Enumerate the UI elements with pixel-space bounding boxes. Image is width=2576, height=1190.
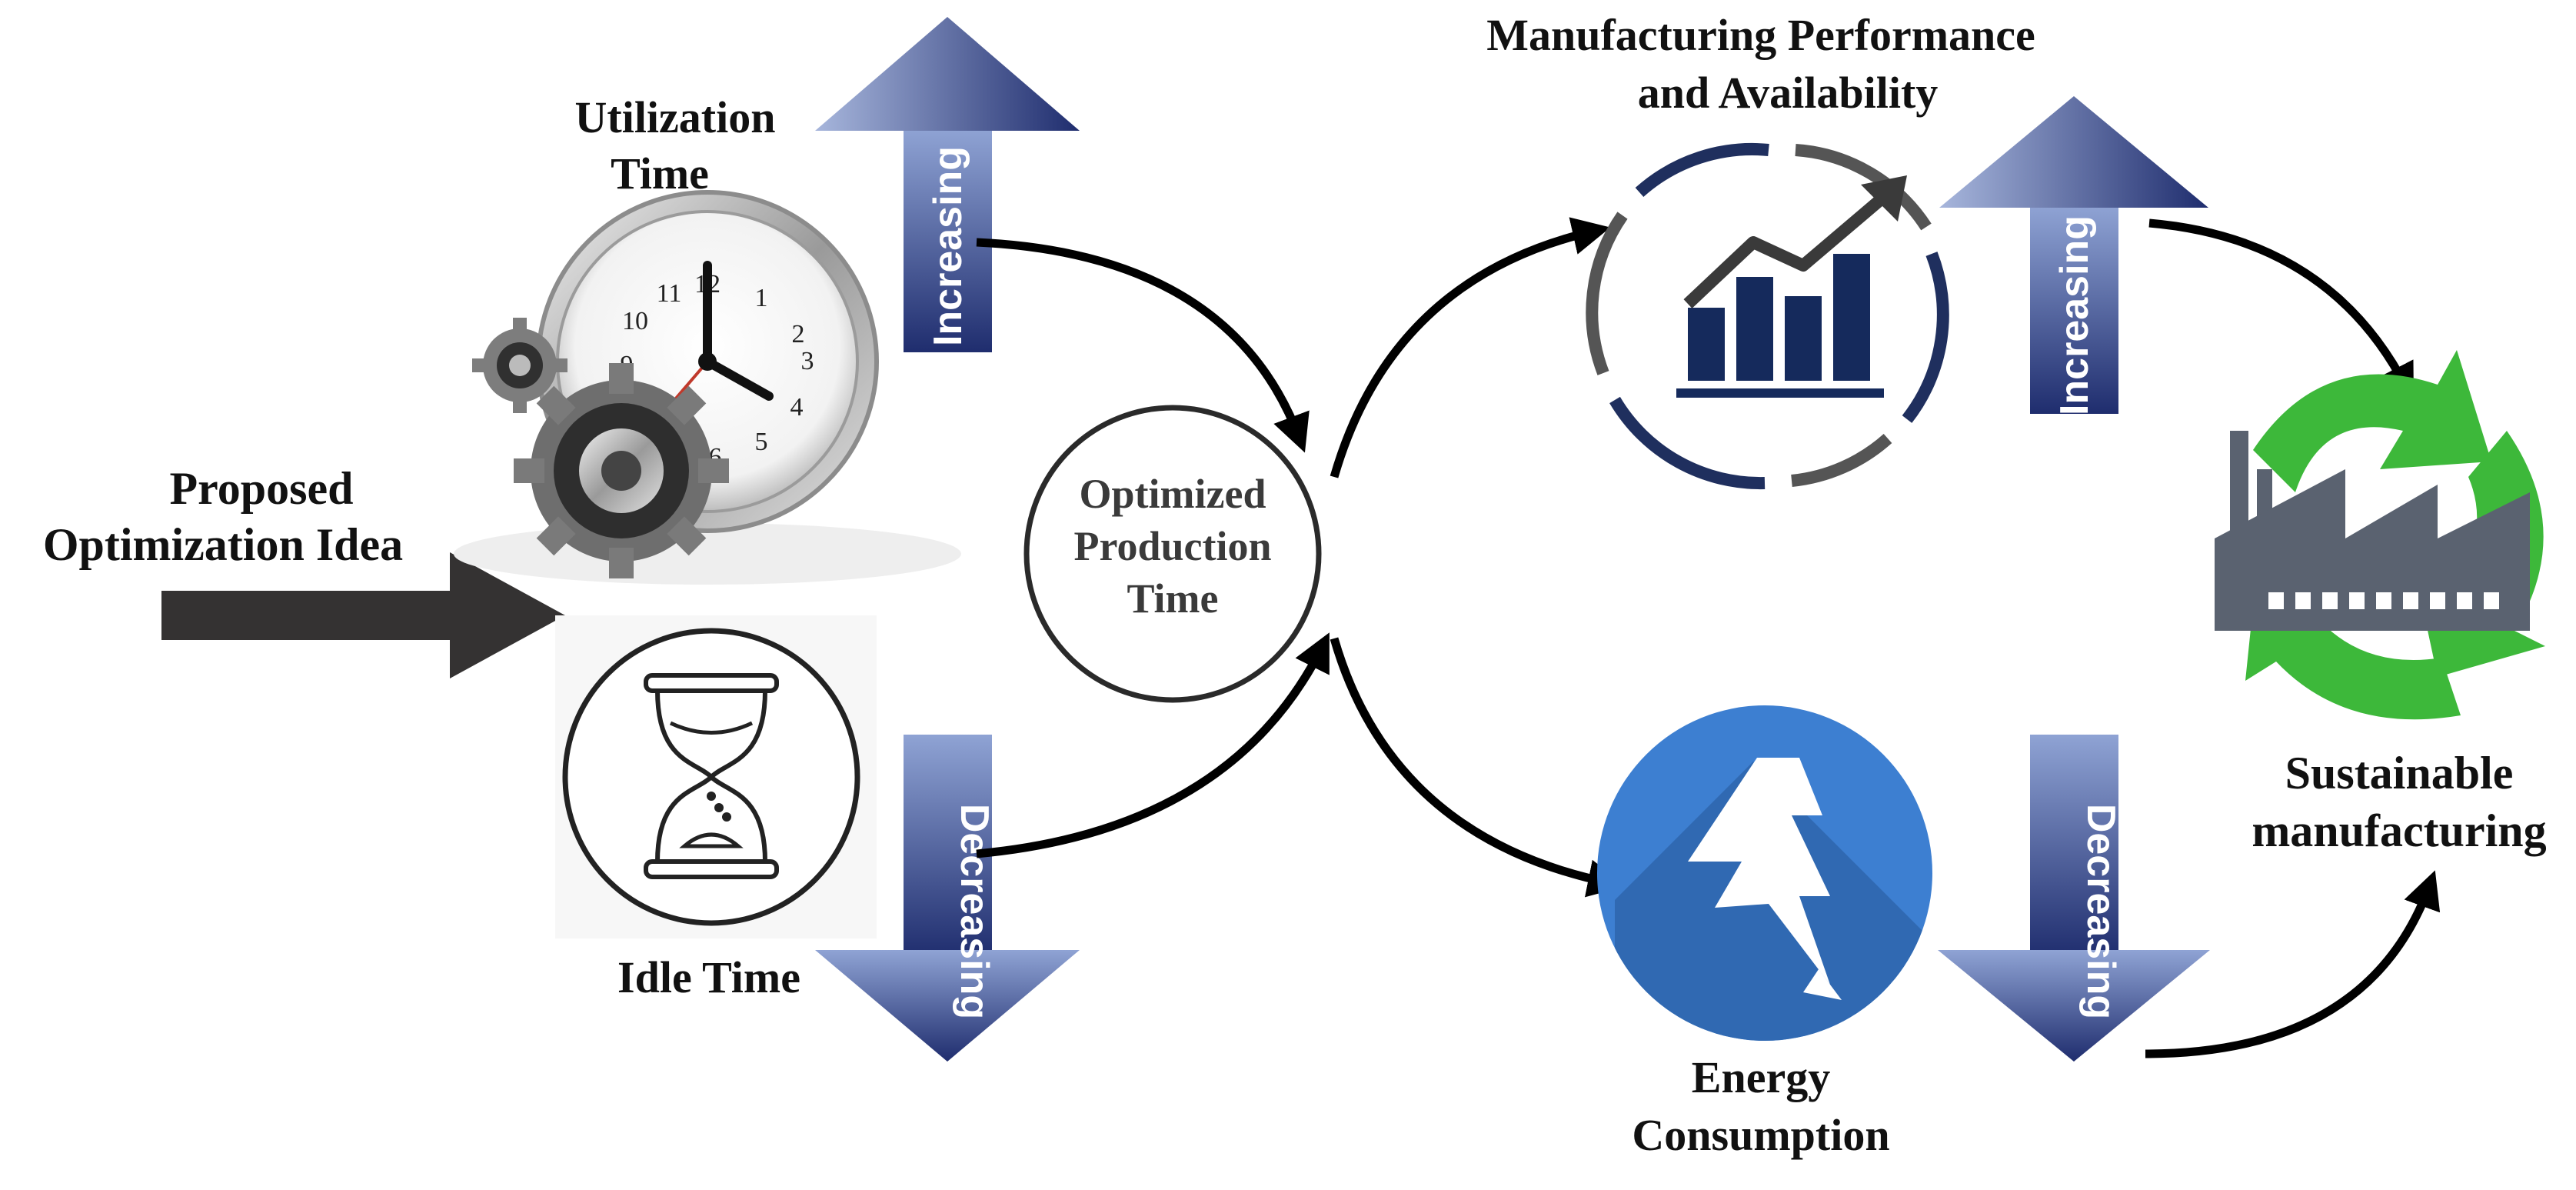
- idle-time-group: Idle Time: [555, 615, 877, 1002]
- decreasing-label-right: Decreasing: [2078, 804, 2123, 1019]
- recycle-factory-icon: [2215, 350, 2545, 720]
- connector-center-to-energy: [1330, 637, 1626, 898]
- clock-numeral-1: 1: [755, 284, 768, 312]
- performance-group: Manufacturing Performance and Availabili…: [1486, 10, 2035, 490]
- connector-center-to-performance: [1330, 217, 1611, 478]
- increasing-arrow-right: Increasing: [1939, 96, 2208, 415]
- clock-numeral-4: 4: [790, 393, 804, 422]
- connector-performance-to-sustainable: [2148, 218, 2415, 402]
- clock-numeral-5: 5: [755, 428, 768, 456]
- decreasing-label-left: Decreasing: [952, 804, 997, 1019]
- connector-arrows: [976, 217, 2441, 1058]
- growth-chart-icon: [1586, 142, 1949, 490]
- connector-utilization-to-center: [976, 238, 1310, 453]
- optimized-production-node: Optimized Production Time: [1023, 405, 1322, 703]
- clock-numeral-11: 11: [657, 279, 682, 308]
- center-label-line2: Production: [1073, 523, 1271, 569]
- increasing-label-left: Increasing: [926, 146, 970, 346]
- energy-group: Energy Consumption: [1597, 705, 1932, 1160]
- clock-numeral-2: 2: [792, 320, 805, 348]
- proposed-label-line1: Proposed: [170, 463, 354, 514]
- connector-idle-to-center: [976, 632, 1330, 858]
- center-label-line1: Optimized: [1080, 471, 1266, 517]
- utilization-label-line1: Utilization: [575, 92, 776, 142]
- utilization-time-group: Utilization Time 12 1 2 3 4 5 6 7 8 9 10…: [454, 92, 961, 585]
- decreasing-arrow-right: Decreasing: [1938, 735, 2210, 1062]
- energy-label-line2: Consumption: [1632, 1110, 1889, 1160]
- performance-label-line2: and Availability: [1638, 68, 1939, 118]
- connector-energy-to-sustainable: [2145, 870, 2441, 1058]
- lightning-icon: [1597, 705, 1932, 1041]
- proposed-label-line2: Optimization Idea: [43, 519, 403, 570]
- proposed-idea-group: Proposed Optimization Idea: [43, 463, 565, 678]
- utilization-label-line2: Time: [611, 148, 709, 198]
- clock-numeral-10: 10: [622, 307, 648, 335]
- sustainable-group: Sustainable manufacturing: [2215, 350, 2547, 856]
- idle-label: Idle Time: [617, 952, 800, 1002]
- sustainable-label-line1: Sustainable: [2285, 748, 2514, 798]
- increasing-label-right: Increasing: [2052, 215, 2097, 415]
- energy-label-line1: Energy: [1692, 1052, 1830, 1102]
- sustainable-label-line2: manufacturing: [2252, 805, 2546, 856]
- performance-label-line1: Manufacturing Performance: [1486, 10, 2035, 60]
- center-label-line3: Time: [1127, 575, 1219, 622]
- hourglass-icon: [562, 628, 860, 926]
- decreasing-arrow-left: Decreasing: [815, 735, 1080, 1062]
- proposed-big-arrow-icon: [161, 552, 565, 678]
- clock-gears-icon: 12 1 2 3 4 5 6 7 8 9 10 11: [454, 190, 961, 585]
- clock-numeral-3: 3: [801, 347, 814, 375]
